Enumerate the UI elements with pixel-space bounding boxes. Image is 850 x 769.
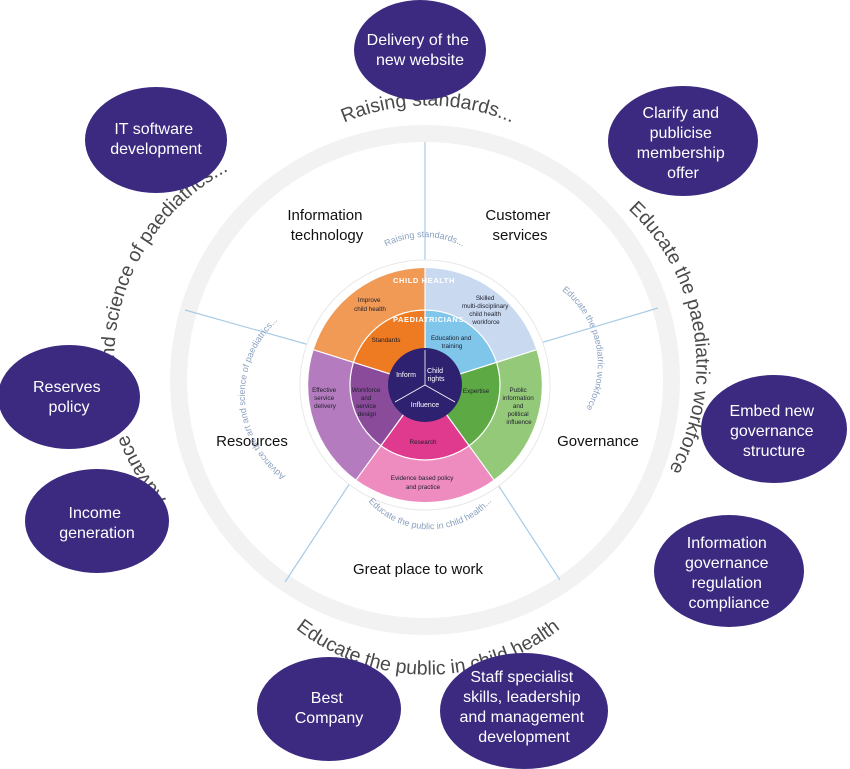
bubble-it-software: IT software development [85, 87, 227, 193]
influence-label: Influence [411, 402, 440, 409]
effective-service-label: Effective service delivery [312, 387, 338, 410]
bubble-embed-governance: Embed new governance structure [701, 375, 847, 483]
paediatricians-header: PAEDIATRICIANS [393, 315, 464, 324]
svg-text:Best Company: Best Company [295, 690, 363, 727]
svg-text:Delivery of the new webs: Delivery of the new website [367, 32, 474, 69]
bubble-website: Delivery of the new website [354, 0, 486, 100]
skilled-workforce-label: Skilled multi-disciplinary child health … [462, 295, 510, 326]
improve-child-health-label: Improve child health [354, 297, 386, 313]
workforce-design-label: Workforce and service design [352, 387, 382, 418]
svg-text:IT software development: IT software development [110, 121, 202, 158]
svg-text:Embed new governance: Embed new governance structure [730, 403, 819, 460]
inform-label: Inform [396, 372, 416, 379]
standards-label: Standards [372, 337, 401, 344]
svg-text:Clarify and publicise: Clarify and publicise membership offer [637, 105, 729, 182]
segment-governance: Governance [557, 433, 639, 450]
child-health-header: CHILD HEALTH [393, 276, 455, 285]
segment-customer-services: Customer services [485, 207, 554, 244]
svg-text:Income generation: Income generation [59, 505, 135, 542]
svg-text:Information governance: Information governance regulation compli… [685, 535, 773, 612]
research-label: Research [410, 439, 437, 446]
segment-great-place: Great place to work [353, 561, 484, 578]
inner-wheel [299, 259, 551, 511]
segment-information-technology: Information technology [287, 207, 366, 244]
child-rights-label: Child rights [427, 368, 445, 383]
svg-text:Reserves policy: Reserves policy [33, 379, 105, 416]
segment-resources: Resources [216, 433, 288, 450]
bubble-info-governance: Information governance regulation compli… [654, 515, 804, 627]
bubble-best-company: Best Company [257, 657, 401, 761]
svg-text:Staff specialist skills,: Staff specialist skills, leadership and … [460, 669, 589, 746]
bubble-membership: Clarify and publicise membership offer [608, 86, 758, 196]
public-information-label: Public information and political influen… [503, 387, 536, 426]
band-pink-mid [380, 385, 470, 461]
bubble-reserves: Reserves policy [0, 345, 140, 449]
education-training-label: Education and training [431, 335, 473, 350]
bubble-staff-skills: Staff specialist skills, leadership and … [440, 653, 608, 769]
expertise-label: Expertise [463, 388, 490, 395]
evidence-based-policy-label: Evidence based policy and practice [391, 475, 455, 491]
bubble-income: Income generation [25, 469, 169, 573]
